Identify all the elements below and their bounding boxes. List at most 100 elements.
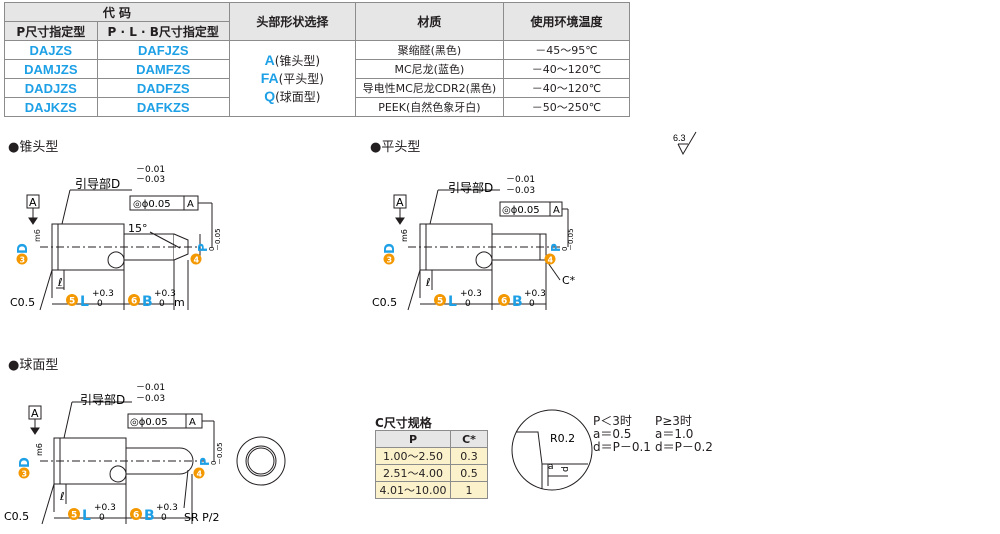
guide-label: 引导部D [75, 176, 120, 191]
header-shape: 头部形状选择 [228, 2, 356, 41]
badge-6-num: 6 [131, 297, 137, 307]
l-tol-plus: +0.3 [94, 503, 116, 513]
b-tol-zero: 0 [161, 513, 167, 523]
roughness-value: 6.3 [673, 133, 686, 143]
p-tol-zero: 0 [210, 461, 218, 465]
detail-lt3-a: a＝0.5 [593, 427, 632, 441]
c-star-label: C* [562, 274, 576, 287]
concentricity-value: ◎ϕ0.05 [130, 417, 168, 428]
table-row: 4.01～10.00 1 [375, 481, 488, 499]
detail-ge3-title: P≥3时 [655, 414, 692, 428]
badge-3 [16, 253, 28, 265]
material: 聚缩醛(黑色) [354, 40, 504, 60]
c-row-c: 1 [450, 481, 488, 499]
l-tol-plus: +0.3 [92, 289, 114, 299]
p-code: DAJKZS [4, 97, 98, 117]
tol-lower: －0.03 [506, 186, 535, 196]
badge-4-num: 4 [548, 256, 554, 265]
datum-label: A [396, 196, 404, 209]
p-tol: －0.05 [216, 442, 224, 465]
concentricity-value: ◎ϕ0.05 [502, 205, 540, 216]
c-row-c: 0.3 [450, 447, 488, 465]
plb-code: DADFZS [96, 78, 230, 98]
m-label: m [174, 296, 185, 309]
guide-body [53, 437, 127, 485]
section-title-taper: ●锥头型 [8, 140, 59, 155]
c-row-p: 4.01～10.00 [375, 481, 451, 499]
roughness-symbol: 6.3 [673, 131, 697, 156]
d-label: D [383, 243, 398, 254]
d-fit: m6 [33, 229, 42, 242]
d-label: d [561, 466, 571, 472]
c-col-p: P [375, 430, 451, 448]
plb-code: DAFKZS [96, 97, 230, 117]
shape-options: A(锥头型) FA(平头型) Q(球面型) [228, 40, 356, 117]
l-label: L [80, 294, 89, 310]
header-code: 代 码 [4, 2, 230, 22]
badge-3-num: 3 [20, 256, 26, 265]
chamfer-label: C0.5 [10, 296, 35, 309]
spec-table: 代 码 头部形状选择 材质 使用环境温度 P尺寸指定型 P · L · B尺寸指… [4, 2, 631, 117]
section-title-ball: ●球面型 [8, 358, 59, 373]
badge-6 [128, 294, 140, 306]
temperature: －45～95℃ [502, 40, 631, 60]
c-row-p: 1.00～2.50 [375, 447, 451, 465]
flat-drawing: A 引导部D －0.01 －0.03 ◎ϕ0.05 A ℓ C0.5 C* 3 … [372, 175, 576, 311]
header-material: 材质 [354, 2, 504, 41]
tol-upper: －0.01 [136, 165, 165, 175]
plb-code: DAMFZS [96, 59, 230, 79]
ball-drawing: A 引导部D －0.01 －0.03 ◎ϕ0.05 A ℓ C0.5 SR P/… [4, 383, 286, 525]
chamfer-label: C0.5 [4, 510, 29, 523]
temperature: －40～120℃ [502, 78, 631, 98]
c-row-p: 2.51～4.00 [375, 464, 451, 482]
header-plb-type: P · L · B尺寸指定型 [96, 21, 230, 41]
table-row: 2.51～4.00 0.5 [375, 464, 488, 482]
l-tol-zero: 0 [97, 299, 103, 309]
p-label: P [196, 243, 210, 252]
l-label: L [82, 508, 91, 524]
material: 导电性MC尼龙CDR2(黑色) [354, 78, 504, 98]
detail-lt3: P＜3时 a＝0.5 d＝P－0.1 [593, 415, 651, 454]
section-title-flat: ●平头型 [370, 140, 421, 155]
c-row-c: 0.5 [450, 464, 488, 482]
tol-lower: －0.03 [136, 394, 165, 404]
concentricity-datum: A [189, 417, 196, 428]
badge-5-num: 5 [71, 511, 77, 521]
p-code: DADJZS [4, 78, 98, 98]
detail-lt3-title: P＜3时 [593, 414, 632, 428]
badge-6-num: 6 [501, 297, 507, 307]
temperature: －50～250℃ [502, 97, 631, 117]
ell-label: ℓ [57, 276, 63, 289]
p-code: DAJZS [4, 40, 98, 60]
badge-5-num: 5 [437, 297, 443, 307]
b-label: B [142, 294, 153, 310]
sr-label: SR P/2 [184, 511, 219, 524]
temperature: －40～120℃ [502, 59, 631, 79]
d-label: D [16, 243, 31, 254]
tol-upper: －0.01 [506, 175, 535, 185]
badge-6-num: 6 [133, 511, 139, 521]
table-row: DAJKZS DAFKZS PEEK(自然色象牙白) －50～250℃ [4, 97, 631, 117]
badge-4-num: 4 [194, 256, 200, 265]
d-label: D [18, 457, 33, 468]
guide-label: 引导部D [80, 392, 125, 407]
r-label: R0.2 [550, 432, 575, 445]
ell-label: ℓ [425, 276, 431, 289]
badge-4-num: 4 [197, 470, 203, 479]
p-tol: －0.05 [214, 228, 222, 251]
datum-label: A [31, 407, 39, 420]
badge-5 [66, 294, 78, 306]
material: MC尼龙(蓝色) [354, 59, 504, 79]
p-label: P [198, 457, 212, 466]
p-tol: －0.05 [567, 228, 575, 251]
ell-label: ℓ [59, 490, 65, 503]
detail-ge3-d: d＝P－0.2 [655, 440, 713, 454]
a-label: a [548, 462, 554, 472]
detail-lt3-d: d＝P－0.1 [593, 440, 651, 454]
concentricity-datum: A [187, 199, 194, 210]
d-fit: m6 [400, 229, 409, 242]
detail-view: R0.2 a d [511, 409, 593, 491]
end-view-outer [236, 436, 286, 486]
concentricity-datum: A [553, 205, 560, 216]
header-temp: 使用环境温度 [502, 2, 631, 41]
